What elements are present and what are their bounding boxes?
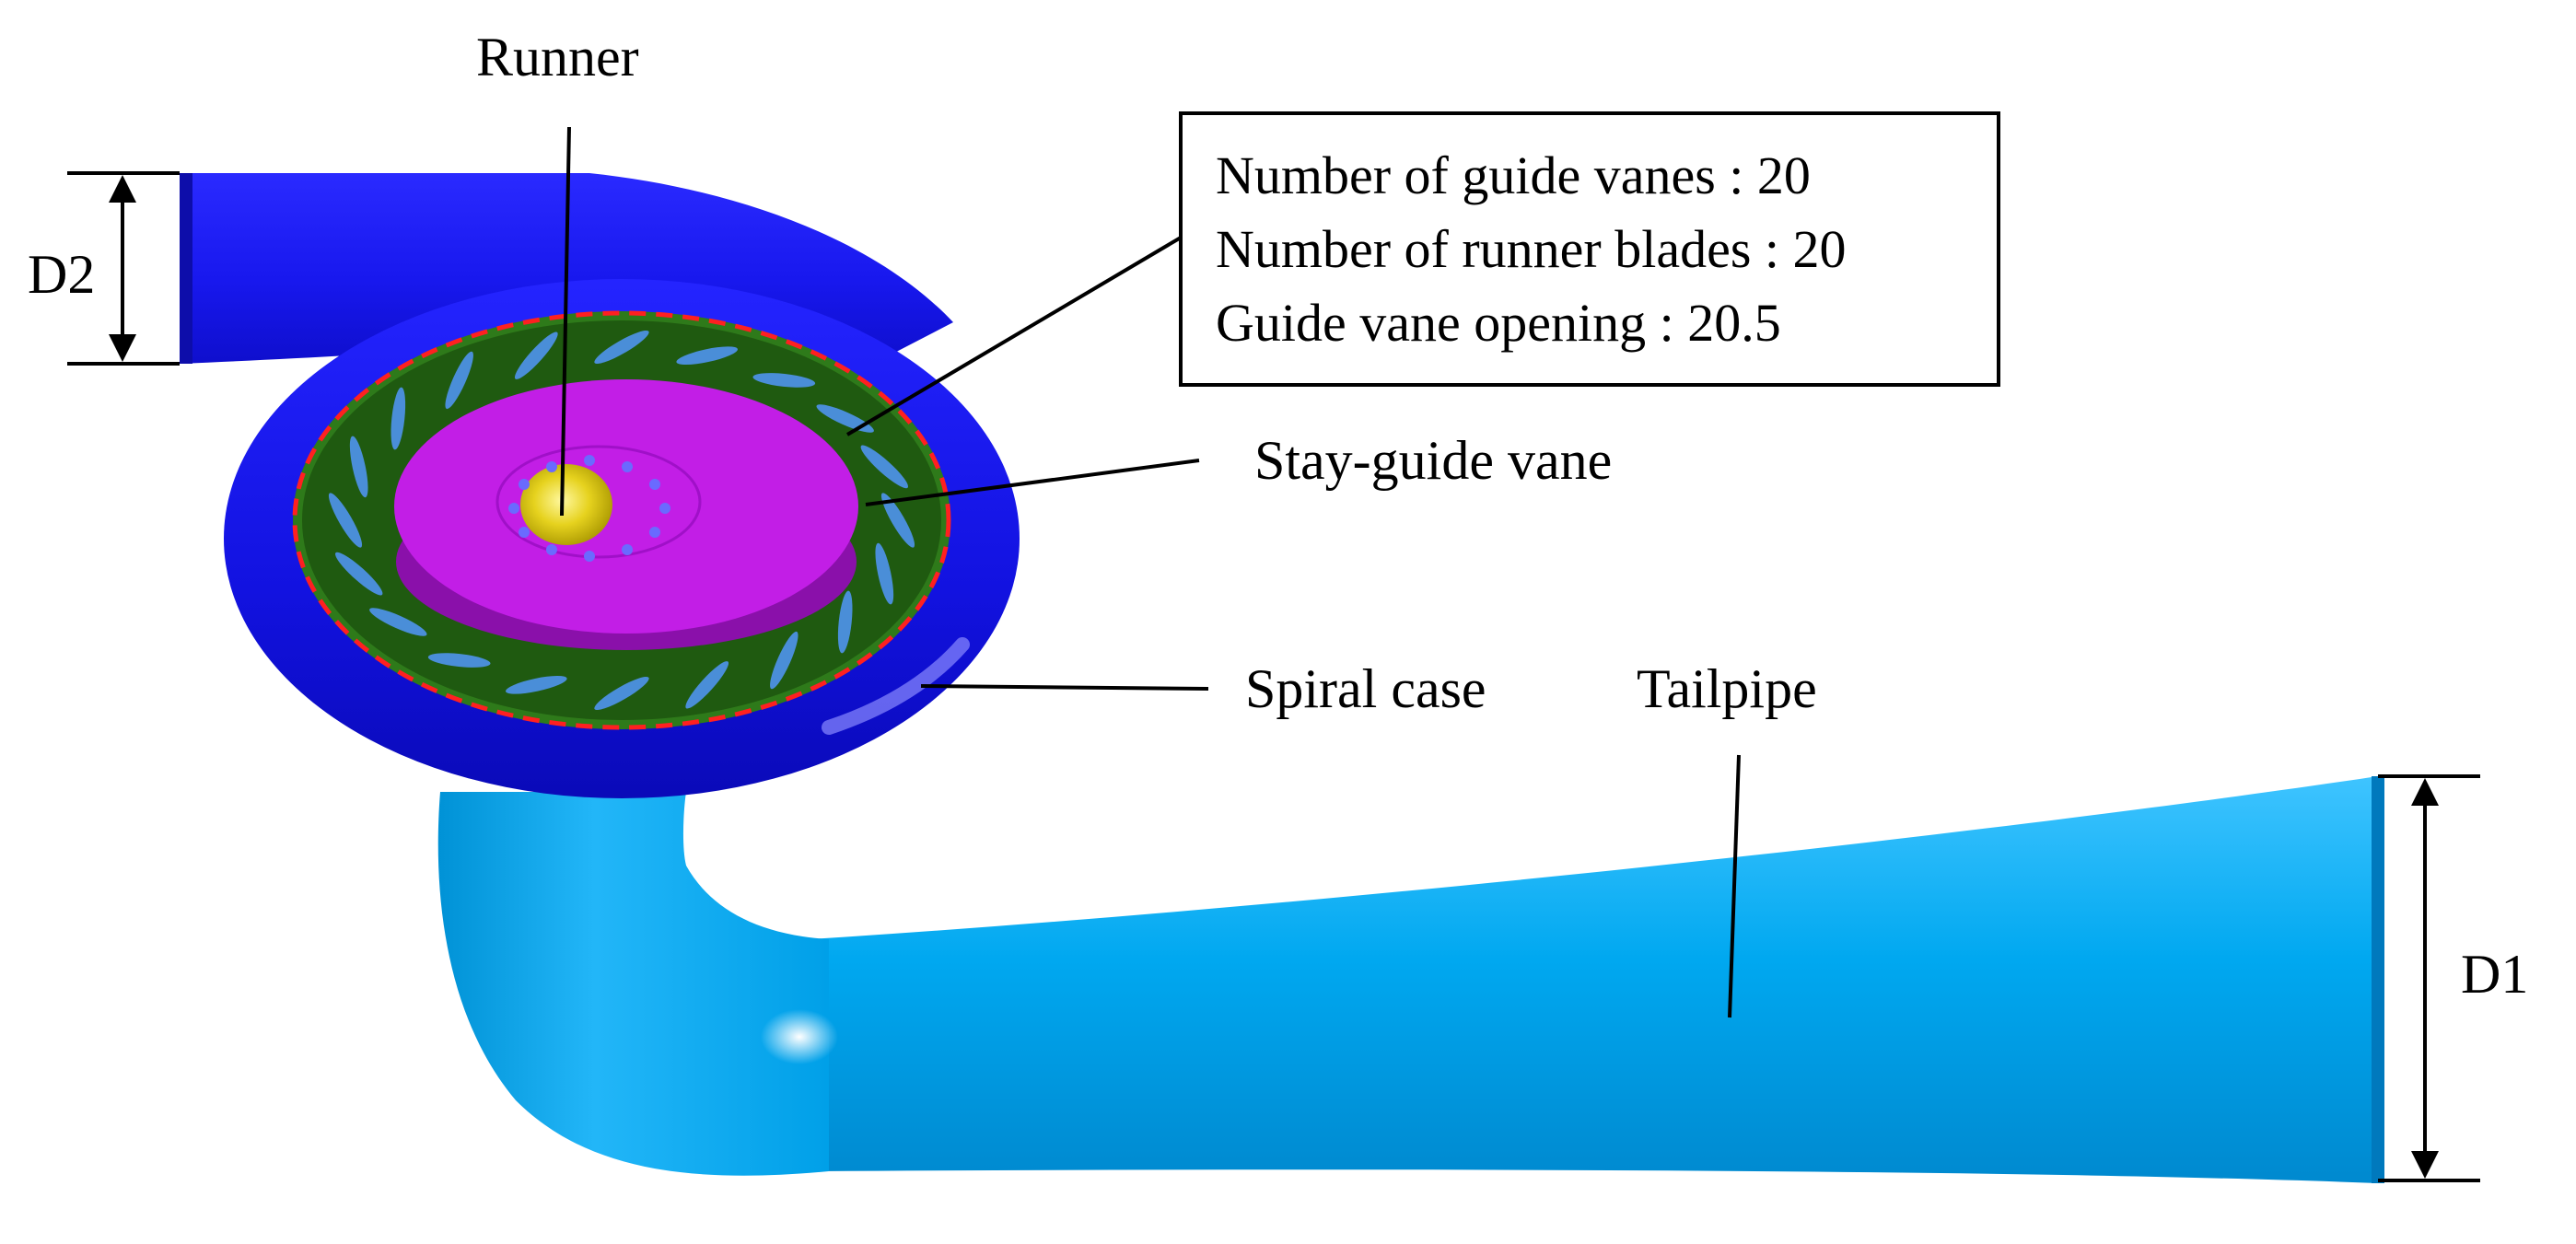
- hub-bolt: [622, 461, 633, 472]
- tailpipe-label: Tailpipe: [1637, 658, 1817, 719]
- runner-cover: [394, 379, 858, 650]
- tailpipe-body: [437, 776, 2384, 1183]
- hub-bolt: [546, 461, 557, 472]
- info-line-runner-blades: Number of runner blades : 20: [1216, 219, 1847, 279]
- spiral-case-leader: [920, 684, 1209, 691]
- guide-vane-blade: [349, 436, 368, 498]
- d2-label: D2: [28, 244, 95, 305]
- hub-bolt: [622, 544, 633, 555]
- hub-bolt: [508, 503, 519, 514]
- guide-vane-blade: [506, 675, 567, 694]
- hub-bolt: [649, 527, 660, 538]
- guide-vane-blade: [752, 373, 816, 388]
- guide-vane-blade: [676, 346, 738, 366]
- highlight-circle: [292, 310, 951, 730]
- guide-vane-blade: [514, 331, 558, 379]
- runner-label: Runner: [476, 27, 639, 87]
- info-line-guide-vane-opening: Guide vane opening : 20.5: [1216, 293, 1781, 353]
- d1-label: D1: [2461, 944, 2528, 1005]
- guide-vane-blade: [875, 542, 894, 605]
- tailpipe-leader: [1728, 754, 1741, 1018]
- info-box-leader: [845, 236, 1183, 436]
- guide-vane-blade: [427, 653, 491, 668]
- stay-guide-vane-label: Stay-guide vane: [1254, 430, 1612, 491]
- guide-vane-blade: [860, 445, 908, 489]
- guide-vane-blade: [880, 493, 915, 548]
- hub-bolt: [584, 455, 595, 466]
- runner-hub: [508, 455, 670, 562]
- info-box: Number of guide vanes : 20 Number of run…: [1179, 111, 2000, 387]
- spiral-case-label: Spiral case: [1245, 658, 1486, 719]
- info-line-guide-vanes: Number of guide vanes : 20: [1216, 145, 1811, 205]
- guide-vane-blade: [445, 351, 473, 410]
- d2-dimension: [67, 171, 180, 366]
- stay-guide-vane-leader: [865, 459, 1200, 506]
- guide-vane-blade: [390, 387, 406, 450]
- guide-vane-blade: [369, 608, 427, 636]
- guide-vane-blade: [685, 661, 729, 709]
- hub-bolt: [519, 527, 530, 538]
- guide-vane-blade: [770, 631, 798, 690]
- runner-leader: [560, 126, 571, 517]
- d1-dimension: [2378, 774, 2480, 1182]
- guide-vane-blade: [594, 676, 649, 711]
- hub-bolt: [649, 479, 660, 490]
- guide-vane-blade: [328, 493, 363, 548]
- guide-vane-blade: [594, 330, 649, 365]
- guide-vane-blade: [837, 590, 853, 654]
- guide-vane-blade: [335, 552, 383, 596]
- hub-bolt: [584, 551, 595, 562]
- hub-bolt: [546, 544, 557, 555]
- hub-bolt: [519, 479, 530, 490]
- hub-bolt: [659, 503, 670, 514]
